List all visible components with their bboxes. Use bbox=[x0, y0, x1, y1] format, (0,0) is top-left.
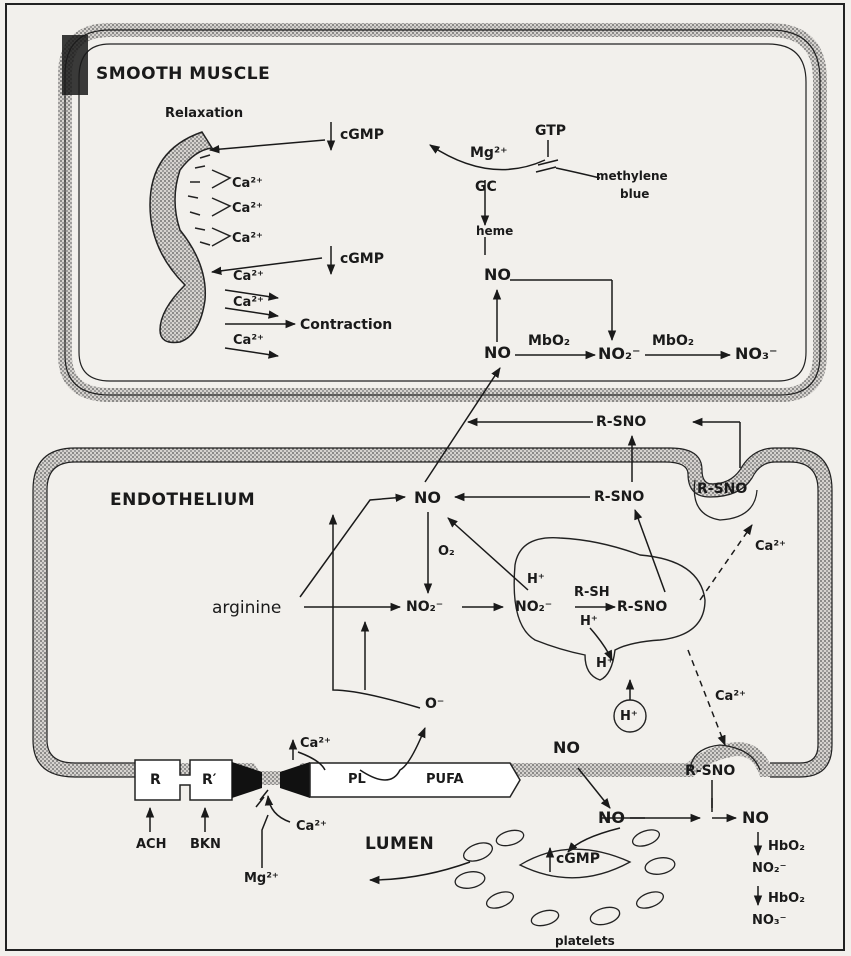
h-vesicle-label: H⁺ bbox=[527, 573, 545, 586]
membrane-dark-corner bbox=[62, 35, 88, 95]
no-low-label: NO bbox=[484, 345, 511, 361]
pl-label: PL bbox=[348, 773, 366, 786]
platelets-label: platelets bbox=[555, 935, 615, 947]
platelet-cgmp-label: cGMP bbox=[556, 852, 600, 866]
no-lumen-right-label: NO bbox=[742, 810, 769, 826]
gc-label: GC bbox=[475, 180, 497, 194]
lumen-title: LUMEN bbox=[365, 836, 434, 853]
no-heme-label: NO bbox=[484, 267, 511, 283]
r-prime-label: R′ bbox=[202, 773, 216, 787]
rsno-mid-label: R-SNO bbox=[594, 490, 644, 504]
rsno-bottom-label: R-SNO bbox=[685, 764, 735, 778]
contraction-label: Contraction bbox=[300, 318, 392, 332]
mbo2-label-1: MbO₂ bbox=[528, 334, 570, 348]
no3-label: NO₃⁻ bbox=[735, 346, 777, 362]
mbo2-label-2: MbO₂ bbox=[652, 334, 694, 348]
no2-vesicle-label: NO₂⁻ bbox=[515, 600, 552, 614]
bkn-label: BKN bbox=[190, 838, 221, 851]
endothelium-title: ENDOTHELIUM bbox=[110, 492, 255, 509]
ach-label: ACH bbox=[136, 838, 166, 851]
hbo2-label-2: HbO₂ bbox=[768, 892, 805, 905]
pufa-label: PUFA bbox=[426, 773, 464, 786]
h-bud-label: H⁺ bbox=[596, 657, 614, 670]
rsno-top-label: R-SNO bbox=[596, 415, 646, 429]
mg-lumen-label: Mg²⁺ bbox=[244, 872, 279, 885]
mg-label: Mg²⁺ bbox=[470, 146, 507, 160]
ca-up-label: Ca²⁺ bbox=[300, 737, 331, 750]
no3-lumen-label: NO₃⁻ bbox=[752, 914, 787, 927]
ca-in-label: Ca²⁺ bbox=[296, 820, 327, 833]
hbo2-label-1: HbO₂ bbox=[768, 840, 805, 853]
rsno-vesicle-label: R-SNO bbox=[617, 600, 667, 614]
no-free-label: NO bbox=[553, 740, 580, 756]
ca-label: Ca²⁺ bbox=[233, 270, 264, 283]
o-minus-label: O⁻ bbox=[425, 697, 444, 711]
figure-border bbox=[6, 4, 844, 950]
ca-dashed-label-1: Ca²⁺ bbox=[755, 540, 786, 553]
methylene-label-2: blue bbox=[620, 188, 649, 200]
ca-label: Ca²⁺ bbox=[233, 296, 264, 309]
cgmp-up-label: cGMP bbox=[340, 128, 384, 142]
cgmp-down-label: cGMP bbox=[340, 252, 384, 266]
no2-label: NO₂⁻ bbox=[598, 346, 640, 362]
no-center-label: NO bbox=[414, 490, 441, 506]
contractile-filament bbox=[150, 132, 212, 343]
methylene-label-1: methylene bbox=[596, 170, 668, 182]
calcium-channel bbox=[232, 762, 262, 798]
heme-label: heme bbox=[476, 225, 513, 237]
ca-label: Ca²⁺ bbox=[233, 334, 264, 347]
ca-label: Ca²⁺ bbox=[232, 177, 263, 190]
rsno-pocket-label: R-SNO bbox=[697, 482, 747, 496]
r-label: R bbox=[150, 773, 161, 787]
no2-lumen-label: NO₂⁻ bbox=[752, 862, 787, 875]
o2-label: O₂ bbox=[438, 545, 455, 558]
rsh-label: R-SH bbox=[574, 586, 610, 599]
ca-dashed-label-2: Ca²⁺ bbox=[715, 690, 746, 703]
smooth-muscle-title: SMOOTH MUSCLE bbox=[96, 66, 270, 83]
arginine-label: arginine bbox=[212, 600, 281, 617]
no-lumen-center-label: NO bbox=[598, 810, 625, 826]
ca-label: Ca²⁺ bbox=[232, 232, 263, 245]
no2-center-label: NO₂⁻ bbox=[406, 600, 443, 614]
ca-label: Ca²⁺ bbox=[232, 202, 263, 215]
relaxation-label: Relaxation bbox=[165, 107, 243, 120]
gtp-label: GTP bbox=[535, 124, 566, 138]
h-circle-label: H⁺ bbox=[620, 710, 638, 723]
platelets bbox=[454, 827, 676, 929]
h-arrow-label: H⁺ bbox=[580, 615, 598, 628]
